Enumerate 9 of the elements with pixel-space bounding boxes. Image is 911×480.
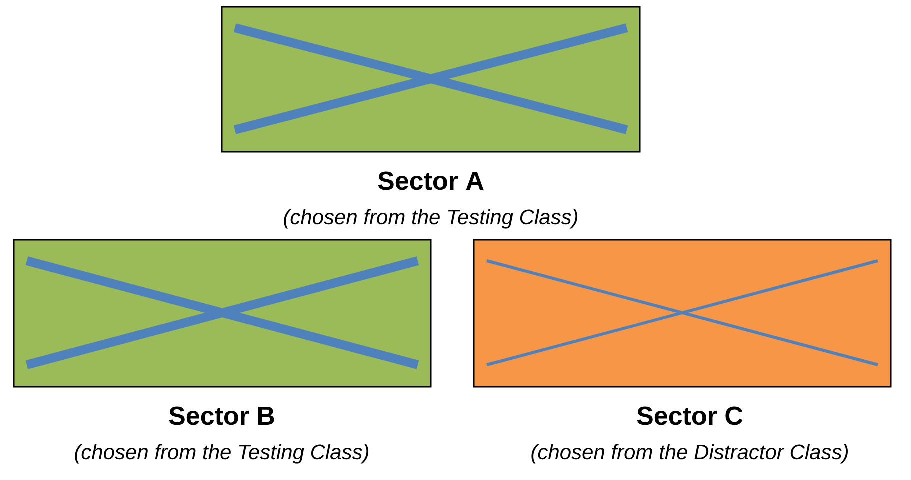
sector-caption: (chosen from the Testing Class) [75, 444, 369, 464]
sector-caption: (chosen from the Testing Class) [284, 209, 578, 229]
sector-box [221, 6, 641, 229]
sector-box [13, 239, 432, 464]
sector-heading: Sector C [637, 406, 743, 426]
sector-box [473, 239, 892, 464]
sector-caption: (chosen from the Distractor Class) [532, 444, 848, 464]
sector-heading: Sector B [169, 406, 274, 426]
sector-heading: Sector A [378, 172, 484, 190]
